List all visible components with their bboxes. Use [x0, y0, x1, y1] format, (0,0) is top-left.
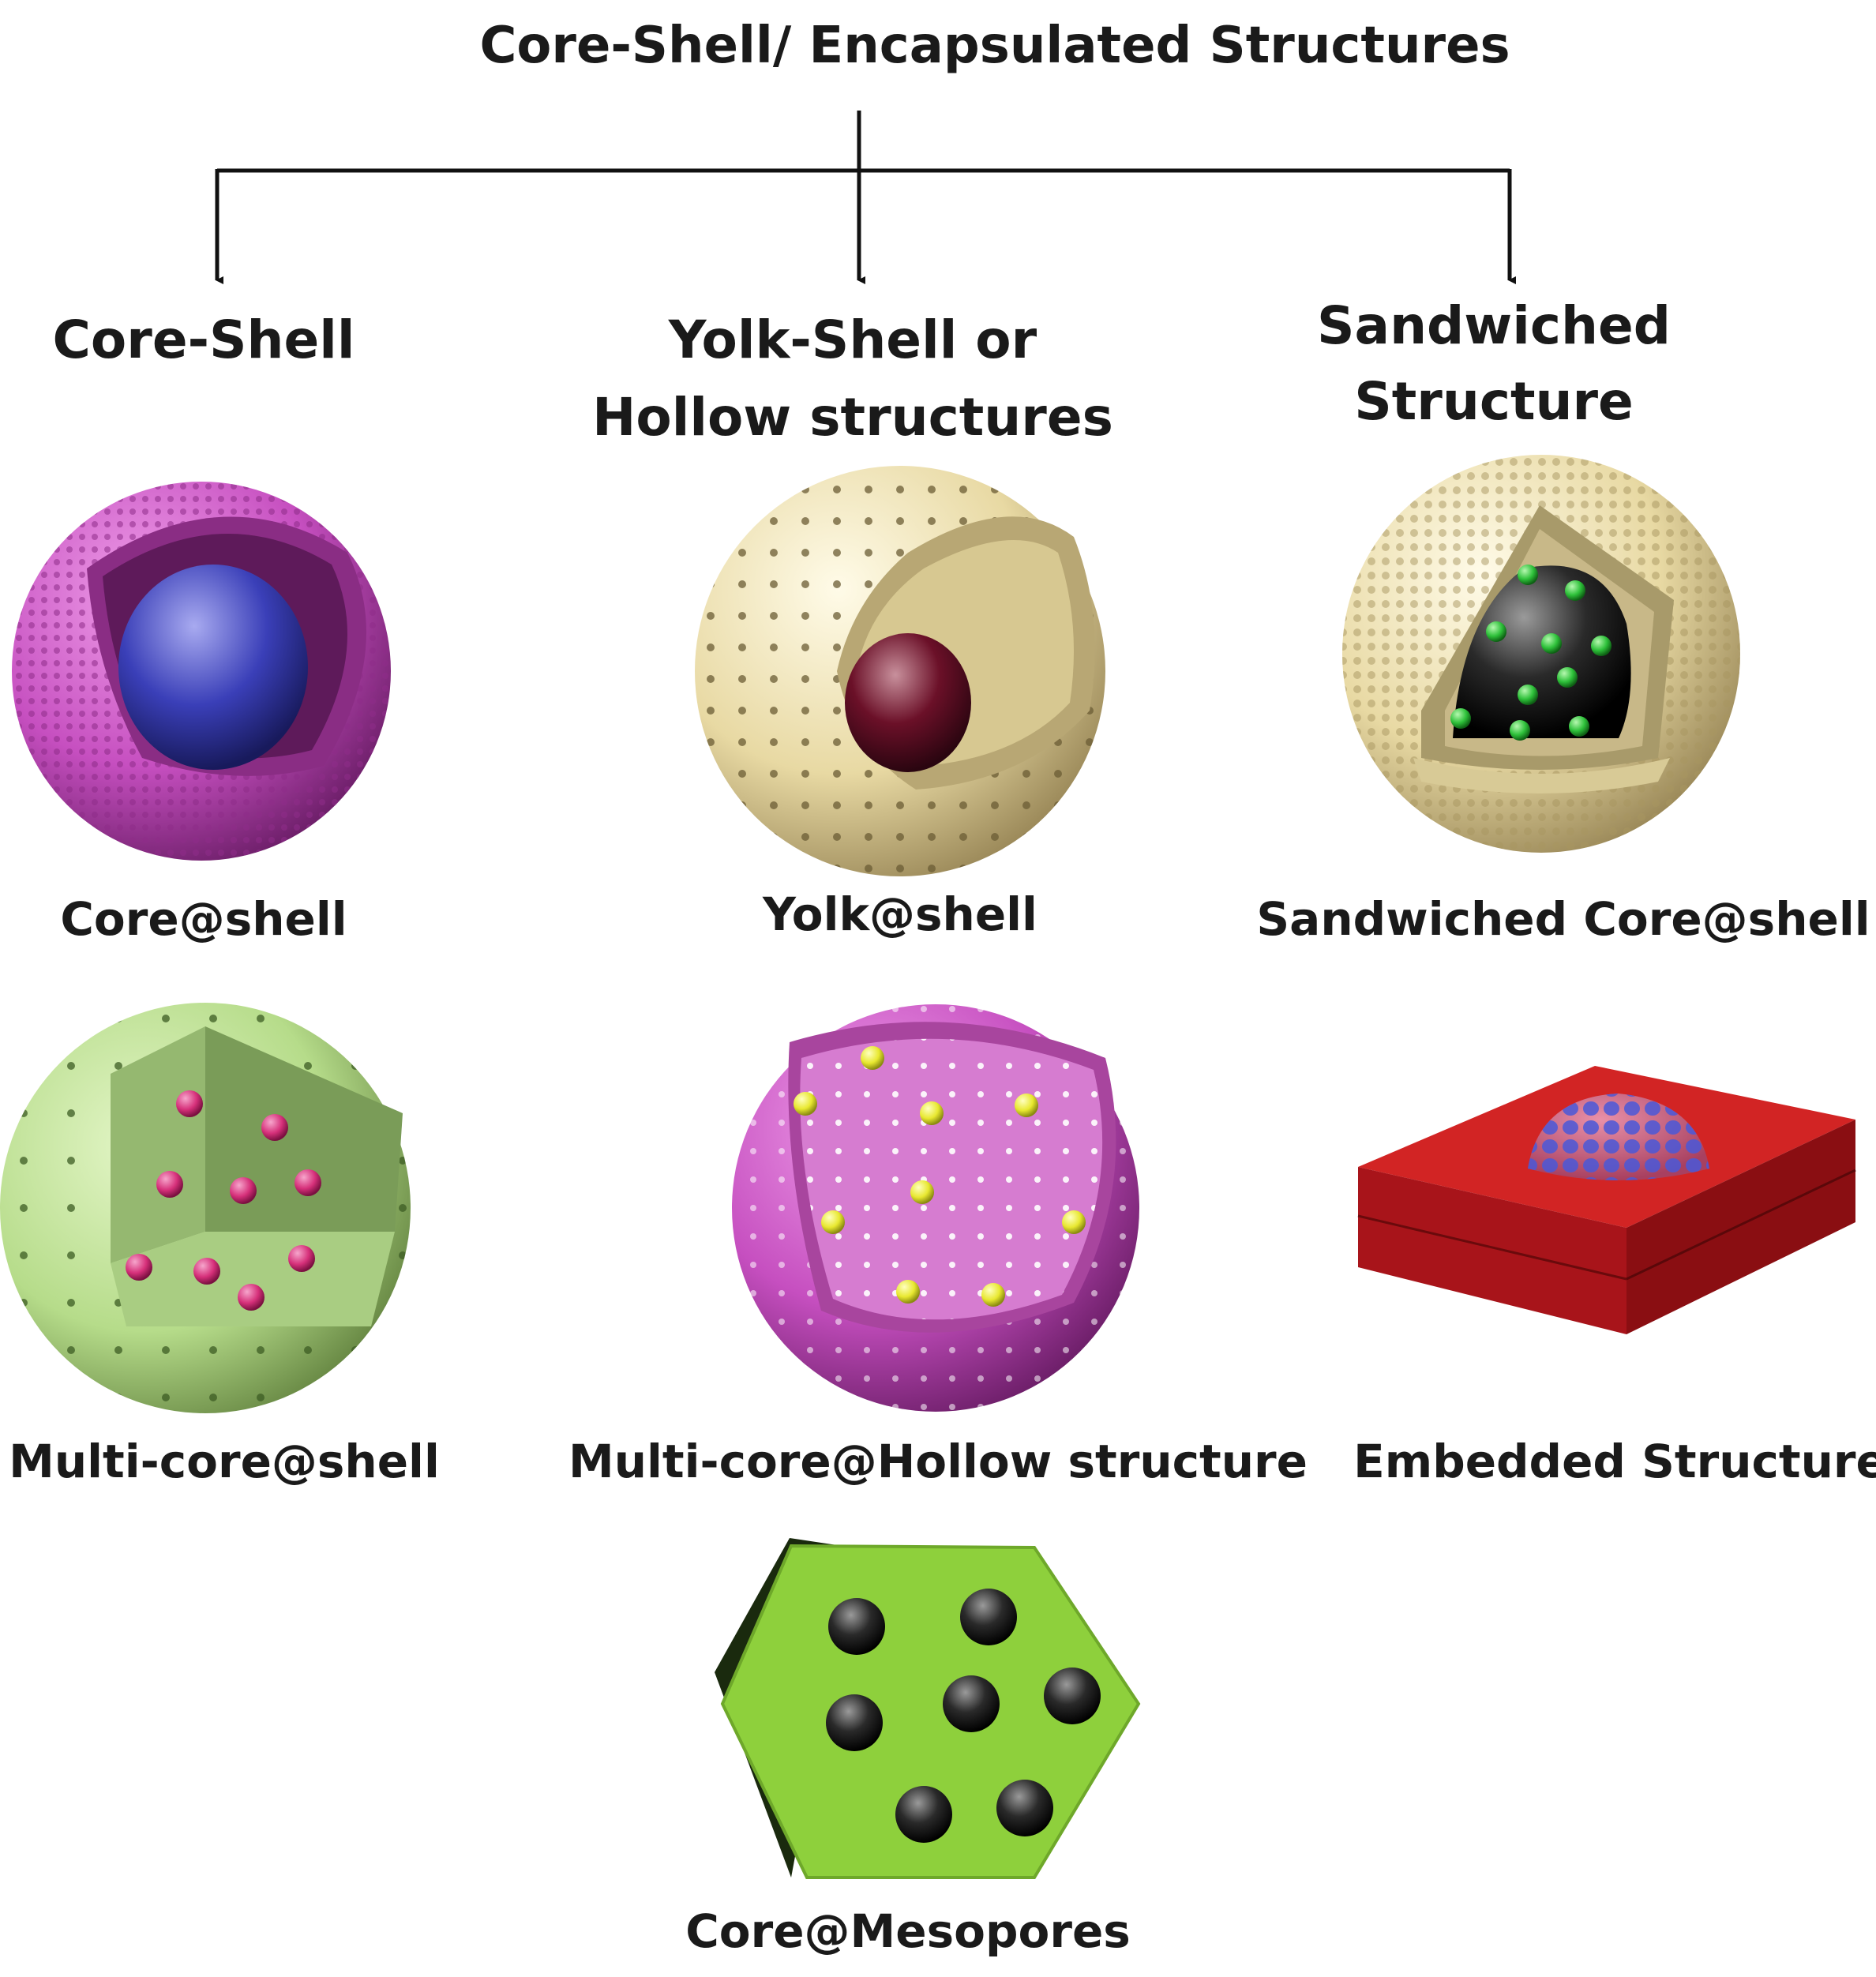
- label-multi-core-at-shell: Multi-core@shell: [9, 1435, 440, 1488]
- core-shell-sphere: [12, 482, 391, 861]
- label-yolk-at-shell: Yolk@shell: [763, 887, 1037, 941]
- green-dots: [1450, 565, 1611, 741]
- label-embedded-structure: Embedded Structure: [1353, 1435, 1876, 1488]
- category-yolk-shell-line2: Hollow structures: [592, 387, 1113, 448]
- core-mesopores-hexagon: [715, 1538, 1141, 1879]
- label-sandwiched-core-at-shell: Sandwiched Core@shell: [1256, 892, 1870, 946]
- sandwiched-core-shell-sphere: [1342, 455, 1740, 853]
- category-core-shell: Core-Shell: [52, 309, 355, 370]
- category-yolk-shell-line1: Yolk-Shell or: [668, 309, 1037, 370]
- label-core-at-mesopores: Core@Mesopores: [685, 1904, 1131, 1958]
- label-multi-core-at-hollow: Multi-core@Hollow structure: [568, 1435, 1308, 1488]
- yolk-shell-sphere: [695, 466, 1105, 876]
- mesopores: [826, 1589, 1101, 1843]
- category-sandwiched-line1: Sandwiched: [1316, 295, 1672, 356]
- embedded-structure-slab: [1357, 1066, 1856, 1334]
- diagram-title: Core-Shell/ Encapsulated Structures: [479, 17, 1510, 75]
- multi-core-hollow-sphere: [732, 1004, 1139, 1412]
- label-core-at-shell: Core@shell: [60, 892, 347, 946]
- tree-connectors: [215, 111, 1516, 284]
- pink-particles: [126, 1090, 321, 1311]
- category-sandwiched-line2: Structure: [1354, 371, 1634, 432]
- multi-core-shell-sphere: [0, 1003, 411, 1413]
- yellow-particles: [794, 1046, 1086, 1307]
